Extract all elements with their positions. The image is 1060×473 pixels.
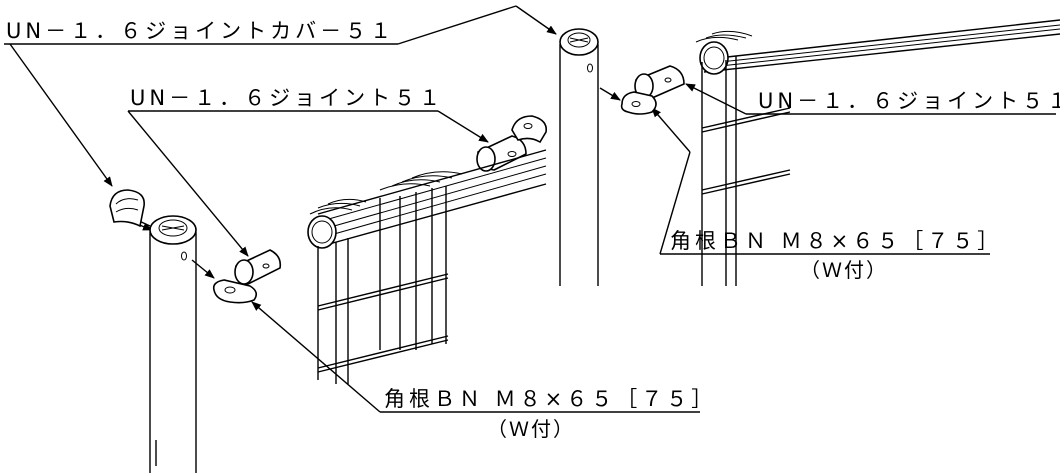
leader-joint-right — [685, 83, 747, 115]
arrow-rightpost-to-joint — [599, 87, 621, 101]
right-fence-panel — [695, 19, 1060, 286]
right-post — [559, 28, 599, 286]
left-joint — [212, 249, 282, 304]
leader-joint-left-b — [437, 110, 489, 143]
label-bolt-right-note: （Ｗ付） — [800, 258, 888, 282]
left-joint-cover — [109, 189, 145, 228]
left-post — [149, 215, 197, 473]
label-bolt-bottom-note: （Ｗ付） — [487, 417, 575, 441]
label-joint-left: UN－１．６ジョイント５１ — [130, 86, 444, 110]
label-joint-cover: UN－１．６ジョイントカバ－５１ — [6, 19, 395, 43]
leader-bolt-right-b — [651, 107, 691, 153]
middle-joint — [476, 115, 548, 172]
leader-joint-left-a — [127, 110, 249, 257]
leader-bolt-bottom — [251, 301, 381, 413]
leader-joint-cover-right-b — [515, 5, 557, 35]
left-fence-panel — [307, 149, 547, 384]
leader-bolt-right-a — [659, 151, 691, 255]
label-bolt-bottom: 角根ＢＮ Ｍ８×６５［７５］ — [384, 387, 716, 411]
label-bolt-right: 角根ＢＮ Ｍ８×６５［７５］ — [670, 229, 1002, 253]
leader-joint-cover-right-a — [397, 5, 517, 45]
label-joint-right: UN－１．６ジョイント５１ — [758, 89, 1060, 113]
leader-joint-cover-left — [9, 43, 113, 187]
right-joint — [620, 65, 685, 115]
